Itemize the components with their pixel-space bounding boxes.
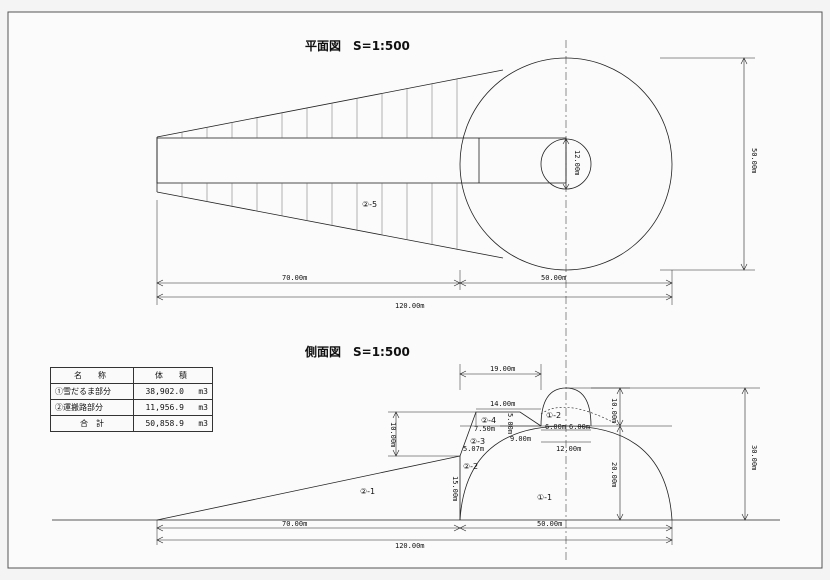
zone-1-2: ①-2 [546,411,561,420]
side-dim-20-label: 20.00m [610,462,618,487]
row-value: 38,902.0 [133,383,188,400]
zone-2-4: ②-4 [481,416,496,425]
table-row: 合 計 50,858.9 m3 [50,415,213,432]
side-dim-14-label: 14.00m [490,400,515,408]
row-unit: m3 [188,383,213,400]
plan-zone-label: ②-5 [362,200,377,209]
row-unit: m3 [188,399,213,416]
zone-1-1: ①-1 [537,493,552,502]
table-row: ②運搬路部分 11,956.9 m3 [50,399,213,416]
side-dim-70-label: 70.00m [282,520,307,528]
header-volume: 体 積 [133,367,213,384]
row-value: 11,956.9 [133,399,188,416]
plan-dim-12-label: 12.00m [573,150,581,175]
volume-table-header: 名 称 体 積 [50,367,213,384]
zone-2-2: ②-2 [463,462,478,471]
side-dim-12-label: 12.00m [556,445,581,453]
side-dim-50-label: 50.00m [537,520,562,528]
side-dim-9-label: 9.00m [510,435,531,443]
volume-table: 名 称 体 積 ①雪だるま部分 38,902.0 m3 ②運搬路部分 11,95… [50,367,213,432]
sheet-border [7,11,823,569]
dim-12-arrows [562,138,570,190]
row-name: 合 計 [50,415,134,432]
side-dim-6a-label: 6.00m [545,423,566,431]
snowman-base-plan [459,57,673,271]
zone-2-3: ②-3 [470,437,485,446]
plan-dim-50v-label: 50.00m [750,148,758,173]
plan-view [156,40,755,560]
platform-side [459,411,542,457]
side-dim-120-label: 120.00m [395,542,425,550]
ramp-side [156,455,461,521]
head-dotted-outline [540,406,621,427]
header-name: 名 称 [50,367,134,384]
side-dim-19-label: 19.00m [490,365,515,373]
row-unit: m3 [188,415,213,432]
side-dim-7-5-label: 7.50m [474,425,495,433]
side-dim-30-label: 30.00m [750,445,758,470]
plan-title: 平面図 S=1:500 [305,39,410,53]
side-dim-10-right-label: 10.00m [610,398,618,423]
plan-dim-120-label: 120.00m [395,302,425,310]
plan-dim-70-label: 70.00m [282,274,307,282]
side-dim-6b-label: 6.00m [569,423,590,431]
side-title: 側面図 S=1:500 [304,344,410,359]
plan-dim-50-label: 50.00m [541,274,566,282]
side-dim-5-07-label: 5.07m [463,445,484,453]
table-row: ①雪だるま部分 38,902.0 m3 [50,383,213,400]
row-name: ②運搬路部分 [50,399,134,416]
row-value: 50,858.9 [133,415,188,432]
ramp-hatching [181,79,458,250]
side-dim-15-label: 15.00m [451,476,459,501]
side-view [52,364,780,545]
side-dim-10-left-label: 10.00m [389,422,397,447]
zone-2-1: ②-1 [360,487,375,496]
side-dim-5-label: 5.00m [506,413,514,434]
row-name: ①雪だるま部分 [50,383,134,400]
